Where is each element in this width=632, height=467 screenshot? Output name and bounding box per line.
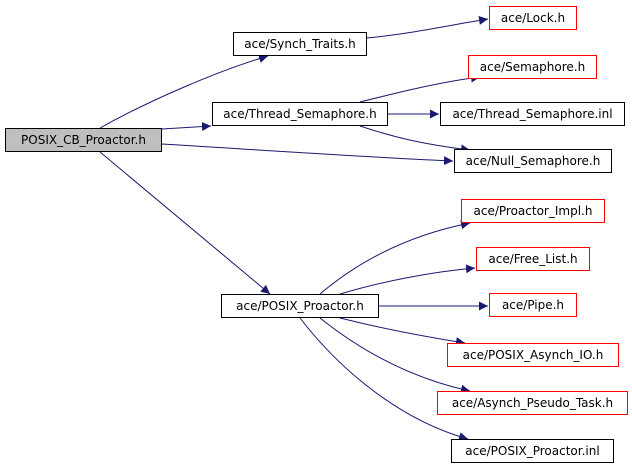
edge-thread_sem-to-null_sem bbox=[359, 125, 471, 154]
node-label: ace/POSIX_Asynch_IO.h bbox=[462, 348, 604, 362]
edge-posix_proactor-to-free_list bbox=[339, 264, 476, 295]
node-lock[interactable]: ace/Lock.h bbox=[489, 6, 577, 30]
edge-thread_sem-to-semaphore bbox=[359, 73, 481, 103]
edge-posix_proactor-to-proactor_impl bbox=[319, 220, 471, 295]
edge-root-to-synch_traits bbox=[99, 54, 269, 129]
node-asynch-pseudo-task[interactable]: ace/Asynch_Pseudo_Task.h bbox=[437, 391, 628, 415]
node-label: ace/Lock.h bbox=[500, 11, 566, 25]
node-label: ace/Free_List.h bbox=[488, 252, 578, 266]
edge-synch_traits-to-lock bbox=[366, 15, 489, 39]
node-label: ace/Pipe.h bbox=[501, 298, 565, 312]
node-label: POSIX_CB_Proactor.h bbox=[21, 133, 146, 147]
edge-root-to-posix_proactor bbox=[99, 151, 271, 295]
edge-posix_proactor-to-asynch_pseudo_task bbox=[319, 317, 471, 394]
node-label: ace/POSIX_Proactor.h bbox=[236, 299, 364, 313]
node-posix-proactor-inl[interactable]: ace/POSIX_Proactor.inl bbox=[451, 439, 614, 463]
node-free-list[interactable]: ace/Free_List.h bbox=[476, 247, 590, 271]
node-label: ace/POSIX_Proactor.inl bbox=[465, 444, 600, 458]
edge-root-to-null_sem bbox=[161, 143, 454, 166]
node-posix-cb-proactor[interactable]: POSIX_CB_Proactor.h bbox=[5, 128, 162, 152]
node-thread-semaphore[interactable]: ace/Thread_Semaphore.h bbox=[212, 102, 388, 126]
node-semaphore[interactable]: ace/Semaphore.h bbox=[468, 55, 597, 79]
node-label: ace/Proactor_Impl.h bbox=[473, 204, 593, 218]
node-posix-asynch-io[interactable]: ace/POSIX_Asynch_IO.h bbox=[447, 343, 619, 367]
node-label: ace/Asynch_Pseudo_Task.h bbox=[451, 396, 614, 410]
node-label: ace/Null_Semaphore.h bbox=[465, 154, 601, 168]
node-synch-traits[interactable]: ace/Synch_Traits.h bbox=[233, 32, 367, 56]
node-label: ace/Thread_Semaphore.h bbox=[223, 107, 377, 121]
node-label: ace/Semaphore.h bbox=[479, 60, 586, 74]
node-posix-proactor[interactable]: ace/POSIX_Proactor.h bbox=[221, 294, 379, 318]
node-proactor-impl[interactable]: ace/Proactor_Impl.h bbox=[461, 199, 605, 223]
edge-posix_proactor-to-posix_proactor_inl bbox=[299, 317, 469, 441]
edge-posix_proactor-to-posix_asynch_io bbox=[339, 317, 466, 347]
node-thread-semaphore-inl[interactable]: ace/Thread_Semaphore.inl bbox=[440, 102, 625, 126]
node-label: ace/Thread_Semaphore.inl bbox=[452, 107, 613, 121]
node-null-semaphore[interactable]: ace/Null_Semaphore.h bbox=[454, 149, 612, 173]
edge-root-to-thread_sem bbox=[161, 122, 212, 132]
node-pipe[interactable]: ace/Pipe.h bbox=[489, 293, 577, 317]
node-label: ace/Synch_Traits.h bbox=[244, 37, 356, 51]
